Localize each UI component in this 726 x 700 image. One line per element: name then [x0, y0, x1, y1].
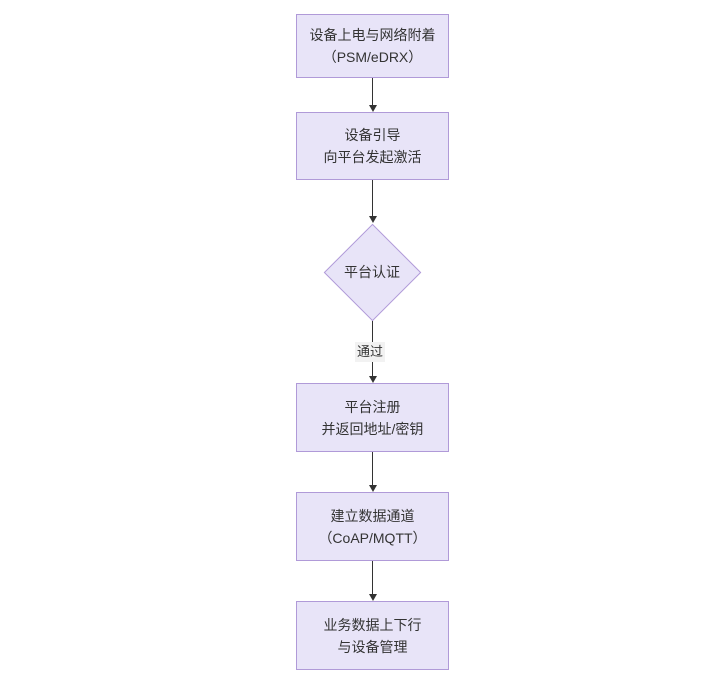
- node-line: 业务数据上下行: [323, 616, 422, 633]
- edge-line: [372, 452, 373, 485]
- edge-line: [372, 180, 373, 216]
- arrowhead-icon: [368, 216, 377, 223]
- arrowhead-icon: [368, 105, 377, 112]
- node-device-bootstrap[interactable]: 设备引导 向平台发起激活: [296, 112, 449, 180]
- node-line: 向平台发起激活: [323, 149, 422, 165]
- node-line: 设备上电与网络附着: [309, 27, 436, 43]
- node-line: （CoAP/MQTT）: [318, 529, 427, 546]
- edge-n2-n3: [368, 180, 377, 223]
- node-business-data[interactable]: 业务数据上下行 与设备管理: [296, 601, 449, 670]
- node-device-power-on[interactable]: 设备上电与网络附着 （PSM/eDRX）: [296, 14, 449, 78]
- node-line: 与设备管理: [337, 638, 408, 655]
- arrowhead-icon: [368, 376, 377, 383]
- node-platform-registration[interactable]: 平台注册 并返回地址/密钥: [296, 383, 449, 452]
- arrowhead-icon: [368, 594, 377, 601]
- edge-n5-n6: [368, 561, 377, 601]
- node-line: 设备引导: [344, 127, 401, 143]
- node-line: （PSM/eDRX）: [322, 49, 423, 65]
- edge-n1-n2: [368, 78, 377, 112]
- node-line: 并返回地址/密钥: [321, 420, 424, 437]
- edge-line: [372, 561, 373, 594]
- node-data-channel[interactable]: 建立数据通道 （CoAP/MQTT）: [296, 492, 449, 561]
- node-line: 平台注册: [344, 398, 401, 415]
- edge-n4-n5: [368, 452, 377, 492]
- node-line: 平台认证: [344, 264, 400, 280]
- edge-line: [372, 78, 373, 105]
- arrowhead-icon: [368, 485, 377, 492]
- node-platform-authentication[interactable]: 平台认证: [323, 223, 421, 321]
- node-line: 建立数据通道: [330, 507, 415, 524]
- edge-label-pass: 通过: [355, 342, 386, 362]
